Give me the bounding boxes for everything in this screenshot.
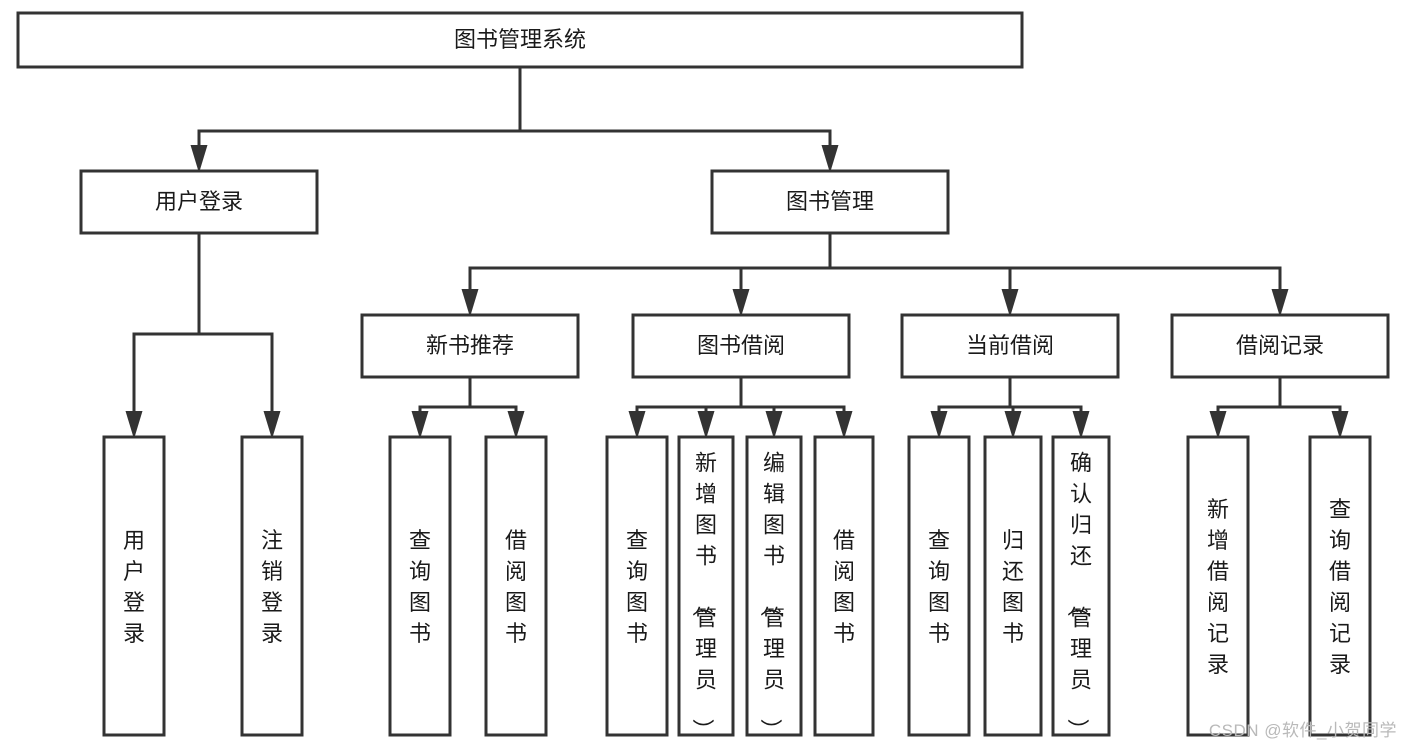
node-box-leaf-borrow-do	[813, 435, 875, 737]
node-label-leaf-cur-query: 查询图书	[928, 528, 950, 646]
node-label-leaf-borrow-do: 借阅图书	[833, 528, 855, 646]
node-user-login[interactable]: 用户登录	[79, 169, 319, 235]
node-label-leaf-rec-search: 查询借阅记录	[1329, 497, 1351, 677]
node-current-borrow[interactable]: 当前借阅	[900, 313, 1120, 379]
node-box-book-borrow	[631, 313, 851, 379]
node-label-leaf-borrow-add: 新增图书（管理员）	[690, 451, 717, 741]
node-label-leaf-rec-query: 查询图书	[409, 528, 431, 646]
node-leaf-cur-return[interactable]: 归还图书	[983, 435, 1043, 737]
node-box-book-manage	[710, 169, 950, 235]
node-leaf-cur-confirm[interactable]: 确认归还（管理员）	[1051, 435, 1111, 741]
node-layer: 图书管理系统用户登录图书管理新书推荐图书借阅当前借阅借阅记录用户登录注销登录查询…	[16, 11, 1390, 741]
node-box-root	[16, 11, 1024, 69]
node-book-borrow[interactable]: 图书借阅	[631, 313, 851, 379]
node-label-root: 图书管理系统	[454, 27, 586, 52]
node-leaf-borrow-add[interactable]: 新增图书（管理员）	[677, 435, 735, 741]
node-label-book-borrow: 图书借阅	[697, 333, 785, 358]
node-book-manage[interactable]: 图书管理	[710, 169, 950, 235]
node-leaf-rec-search[interactable]: 查询借阅记录	[1308, 435, 1372, 737]
node-label-borrow-record: 借阅记录	[1236, 333, 1324, 358]
node-leaf-rec-borrow[interactable]: 借阅图书	[484, 435, 548, 737]
node-label-leaf-rec-add: 新增借阅记录	[1207, 497, 1229, 677]
node-box-leaf-user-logout	[240, 435, 304, 737]
connector-layer	[125, 65, 1349, 439]
node-box-leaf-cur-return	[983, 435, 1043, 737]
node-box-leaf-cur-query	[907, 435, 971, 737]
node-box-borrow-record	[1170, 313, 1390, 379]
node-box-leaf-rec-search	[1308, 435, 1372, 737]
node-leaf-cur-query[interactable]: 查询图书	[907, 435, 971, 737]
node-label-leaf-rec-borrow: 借阅图书	[505, 528, 527, 646]
node-label-user-login: 用户登录	[155, 189, 243, 214]
node-leaf-borrow-do[interactable]: 借阅图书	[813, 435, 875, 737]
node-leaf-user-login[interactable]: 用户登录	[102, 435, 166, 737]
node-leaf-borrow-query[interactable]: 查询图书	[605, 435, 669, 737]
node-box-current-borrow	[900, 313, 1120, 379]
node-box-leaf-cur-confirm	[1051, 435, 1111, 737]
node-box-leaf-borrow-edit	[745, 435, 803, 737]
node-box-leaf-rec-query	[388, 435, 452, 737]
node-label-book-manage: 图书管理	[786, 189, 874, 214]
node-label-leaf-user-logout: 注销登录	[261, 528, 283, 646]
node-label-leaf-user-login: 用户登录	[123, 528, 145, 646]
node-box-leaf-user-login	[102, 435, 166, 737]
node-label-leaf-cur-confirm: 确认归还（管理员）	[1065, 451, 1092, 741]
node-box-new-book-rec	[360, 313, 580, 379]
node-box-leaf-borrow-add	[677, 435, 735, 737]
node-box-leaf-rec-borrow	[484, 435, 548, 737]
node-leaf-user-logout[interactable]: 注销登录	[240, 435, 304, 737]
node-leaf-borrow-edit[interactable]: 编辑图书（管理员）	[745, 435, 803, 741]
node-new-book-rec[interactable]: 新书推荐	[360, 313, 580, 379]
node-label-current-borrow: 当前借阅	[966, 333, 1054, 358]
node-label-leaf-borrow-query: 查询图书	[626, 528, 648, 646]
node-root[interactable]: 图书管理系统	[16, 11, 1024, 69]
node-box-leaf-borrow-query	[605, 435, 669, 737]
node-label-new-book-rec: 新书推荐	[426, 333, 514, 358]
node-borrow-record[interactable]: 借阅记录	[1170, 313, 1390, 379]
node-box-user-login	[79, 169, 319, 235]
node-leaf-rec-query[interactable]: 查询图书	[388, 435, 452, 737]
node-label-leaf-cur-return: 归还图书	[1002, 528, 1024, 646]
node-leaf-rec-add[interactable]: 新增借阅记录	[1186, 435, 1250, 737]
node-box-leaf-rec-add	[1186, 435, 1250, 737]
node-label-leaf-borrow-edit: 编辑图书（管理员）	[758, 451, 785, 741]
